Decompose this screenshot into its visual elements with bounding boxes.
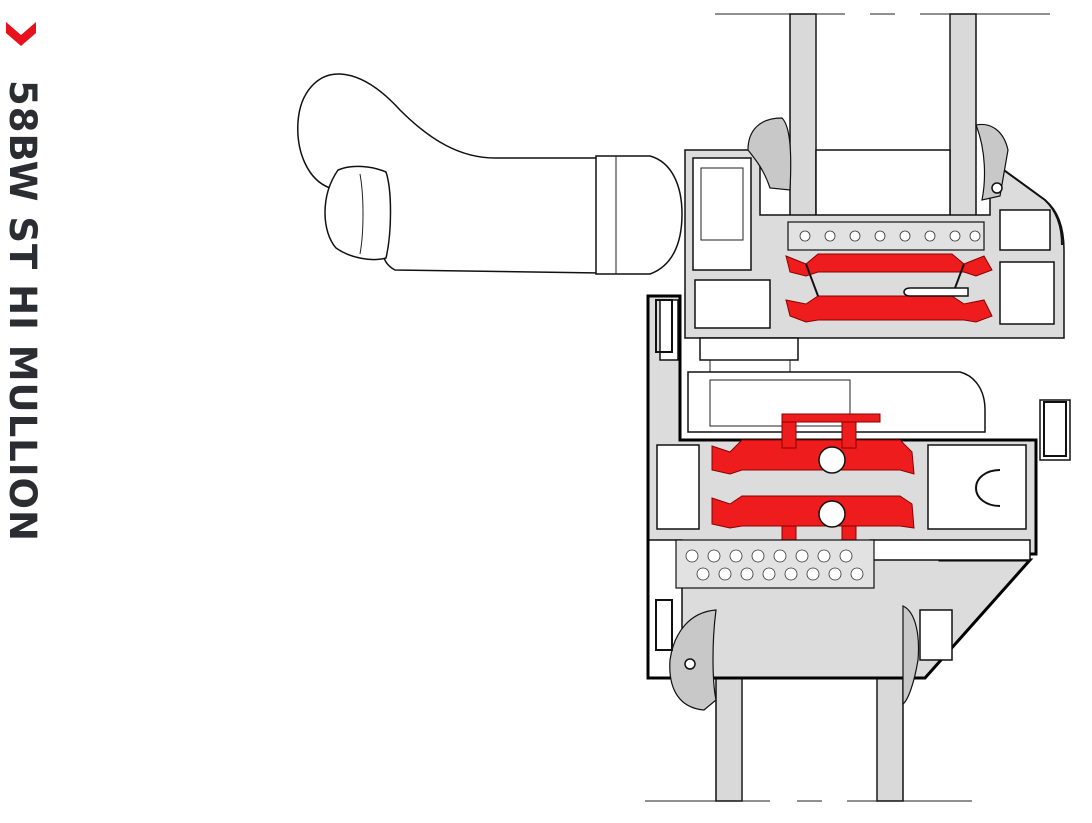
upper-glazing-unit [789,13,977,217]
frame-clips [655,299,1067,651]
hardware-gear [687,337,986,433]
lower-insulation-foam [675,539,875,589]
lower-gaskets [669,605,953,711]
lower-thermal-break [711,413,915,557]
window-handle [297,73,683,275]
chevron-down-icon [6,22,36,46]
upper-gaskets [747,117,1009,201]
upper-thermal-break [785,253,993,323]
upper-insulation-foam [787,221,985,251]
page-title: 58BW ST HI MULLION [1,80,44,542]
cut-lines [645,13,1050,802]
